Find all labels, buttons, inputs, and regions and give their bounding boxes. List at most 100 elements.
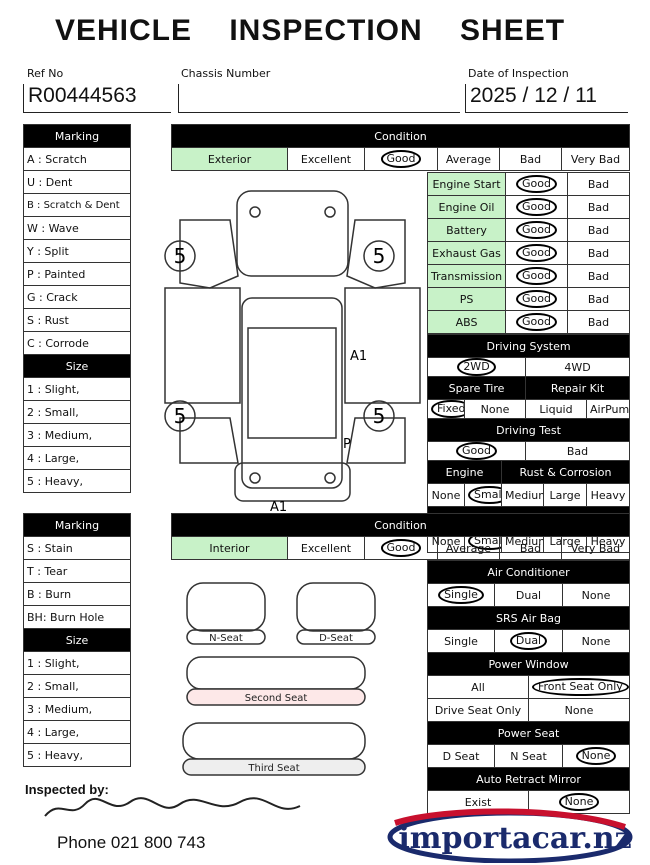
seat-diagram: N-Seat D-Seat Second Seat Third Seat	[182, 582, 376, 776]
mark-circle-1	[164, 240, 196, 272]
int-option-bad[interactable]: Bad	[499, 536, 562, 560]
option-2wd[interactable]: 2WD	[427, 357, 526, 377]
int-option-excellent[interactable]: Excellent	[287, 536, 365, 560]
test-good[interactable]: Good	[427, 441, 526, 461]
size-title: Size	[23, 354, 131, 378]
int-marking-item: B : Burn	[23, 582, 131, 606]
hood-bolt-right	[324, 206, 336, 218]
rust-none[interactable]: None	[427, 483, 465, 507]
d-seat-label: D-Seat	[319, 633, 353, 644]
check-bad[interactable]: Bad	[567, 310, 630, 334]
ref-field[interactable]: R00444563	[23, 84, 171, 113]
pw-none[interactable]: None	[527, 698, 631, 722]
car-damage-diagram: 5 5 5 5 A1 P A1	[164, 190, 421, 513]
d-seat-base	[296, 629, 376, 645]
check-label: PS	[427, 287, 506, 311]
check-good[interactable]: Good	[505, 218, 568, 242]
pw-drive-seat-only[interactable]: Drive Seat Only	[427, 698, 529, 722]
option-good[interactable]: Good	[364, 147, 438, 171]
int-option-very-bad[interactable]: Very Bad	[560, 536, 631, 560]
check-label: Exhaust Gas	[427, 241, 506, 265]
int-size-item: 2 : Small,	[23, 674, 131, 698]
int-marking-title: Marking	[23, 513, 131, 537]
n-seat-base	[186, 629, 266, 645]
check-good[interactable]: Good	[505, 264, 568, 288]
int-size-title: Size	[23, 628, 131, 652]
marking-item: C : Corrode	[23, 331, 131, 355]
option-airpump[interactable]: AirPump	[585, 399, 631, 419]
left-rear	[179, 417, 239, 464]
mark-circle-4	[363, 400, 395, 432]
srs-dual[interactable]: Dual	[494, 629, 563, 653]
check-bad[interactable]: Bad	[567, 241, 630, 265]
arm-none-label: None	[558, 793, 600, 811]
check-label: Transmission	[427, 264, 506, 288]
spare-tire-title: Spare Tire	[427, 376, 526, 400]
option-liquid[interactable]: Liquid	[525, 399, 587, 419]
rust-medium[interactable]: Medium	[501, 483, 544, 507]
size-item: 5 : Heavy,	[23, 469, 131, 493]
date-label: Date of Inspection	[468, 67, 569, 80]
int-option-good[interactable]: Good	[364, 536, 438, 560]
rust-small[interactable]: Small	[464, 483, 502, 507]
ps-none[interactable]: None	[561, 744, 631, 768]
size-item: 1 : Slight,	[23, 377, 131, 401]
second-seat-back	[186, 656, 366, 690]
ps-none-label: None	[575, 747, 617, 765]
check-good[interactable]: Good	[505, 287, 568, 311]
option-very-bad[interactable]: Very Bad	[560, 147, 631, 171]
trunk-bolt-left	[249, 472, 261, 484]
exterior-condition-header: Condition Exterior Excellent Good Averag…	[170, 124, 631, 171]
ac-dual[interactable]: Dual	[494, 583, 563, 607]
option-excellent[interactable]: Excellent	[287, 147, 365, 171]
check-good[interactable]: Good	[505, 310, 568, 334]
n-seat-label: N-Seat	[209, 633, 243, 644]
marking-item: U : Dent	[23, 170, 131, 194]
size-item: 2 : Small,	[23, 400, 131, 424]
check-good[interactable]: Good	[505, 241, 568, 265]
left-doors	[164, 287, 241, 404]
check-bad[interactable]: Bad	[567, 218, 630, 242]
interior-label: Interior	[171, 536, 288, 560]
third-seat-base	[182, 758, 366, 776]
check-bad[interactable]: Bad	[567, 172, 630, 196]
option-fixed[interactable]: Fixed	[427, 399, 465, 419]
trunk-outline	[234, 462, 351, 502]
ac-single[interactable]: Single	[427, 583, 495, 607]
interior-condition-header: Condition Interior Excellent Good Averag…	[170, 513, 631, 560]
marking-item: W : Wave	[23, 216, 131, 240]
srs-single[interactable]: Single	[427, 629, 495, 653]
test-good-label: Good	[456, 442, 497, 460]
rust-large[interactable]: Large	[543, 483, 587, 507]
date-field[interactable]: 2025 / 12 / 11	[465, 84, 628, 113]
check-good[interactable]: Good	[505, 172, 568, 196]
option-4wd[interactable]: 4WD	[524, 357, 631, 377]
option-spare-none[interactable]: None	[464, 399, 526, 419]
rust-heavy[interactable]: Heavy	[585, 483, 631, 507]
ac-none[interactable]: None	[561, 583, 631, 607]
chassis-field[interactable]	[178, 84, 460, 113]
trunk-bolt-right	[324, 472, 336, 484]
option-bad[interactable]: Bad	[499, 147, 562, 171]
check-bad[interactable]: Bad	[567, 264, 630, 288]
check-good[interactable]: Good	[505, 195, 568, 219]
check-bad[interactable]: Bad	[567, 287, 630, 311]
hood-outline	[236, 190, 349, 277]
srs-none[interactable]: None	[561, 629, 631, 653]
option-average[interactable]: Average	[437, 147, 500, 171]
mark-p: P	[343, 437, 351, 452]
mark-circle-3	[164, 400, 196, 432]
pw-front-seat-only[interactable]: Front Seat Only	[527, 675, 631, 699]
int-option-average[interactable]: Average	[437, 536, 500, 560]
arm-none[interactable]: None	[527, 790, 631, 814]
hood-bolt-left	[249, 206, 261, 218]
check-bad[interactable]: Bad	[567, 195, 630, 219]
option-fixed-label: Fixed	[431, 400, 464, 418]
pw-all[interactable]: All	[427, 675, 529, 699]
ps-n-seat[interactable]: N Seat	[494, 744, 563, 768]
mark-circle-2	[363, 240, 395, 272]
ps-d-seat[interactable]: D Seat	[427, 744, 495, 768]
mark-size-4: 5	[373, 404, 386, 428]
test-bad[interactable]: Bad	[524, 441, 631, 461]
mark-size-1: 5	[174, 244, 187, 268]
